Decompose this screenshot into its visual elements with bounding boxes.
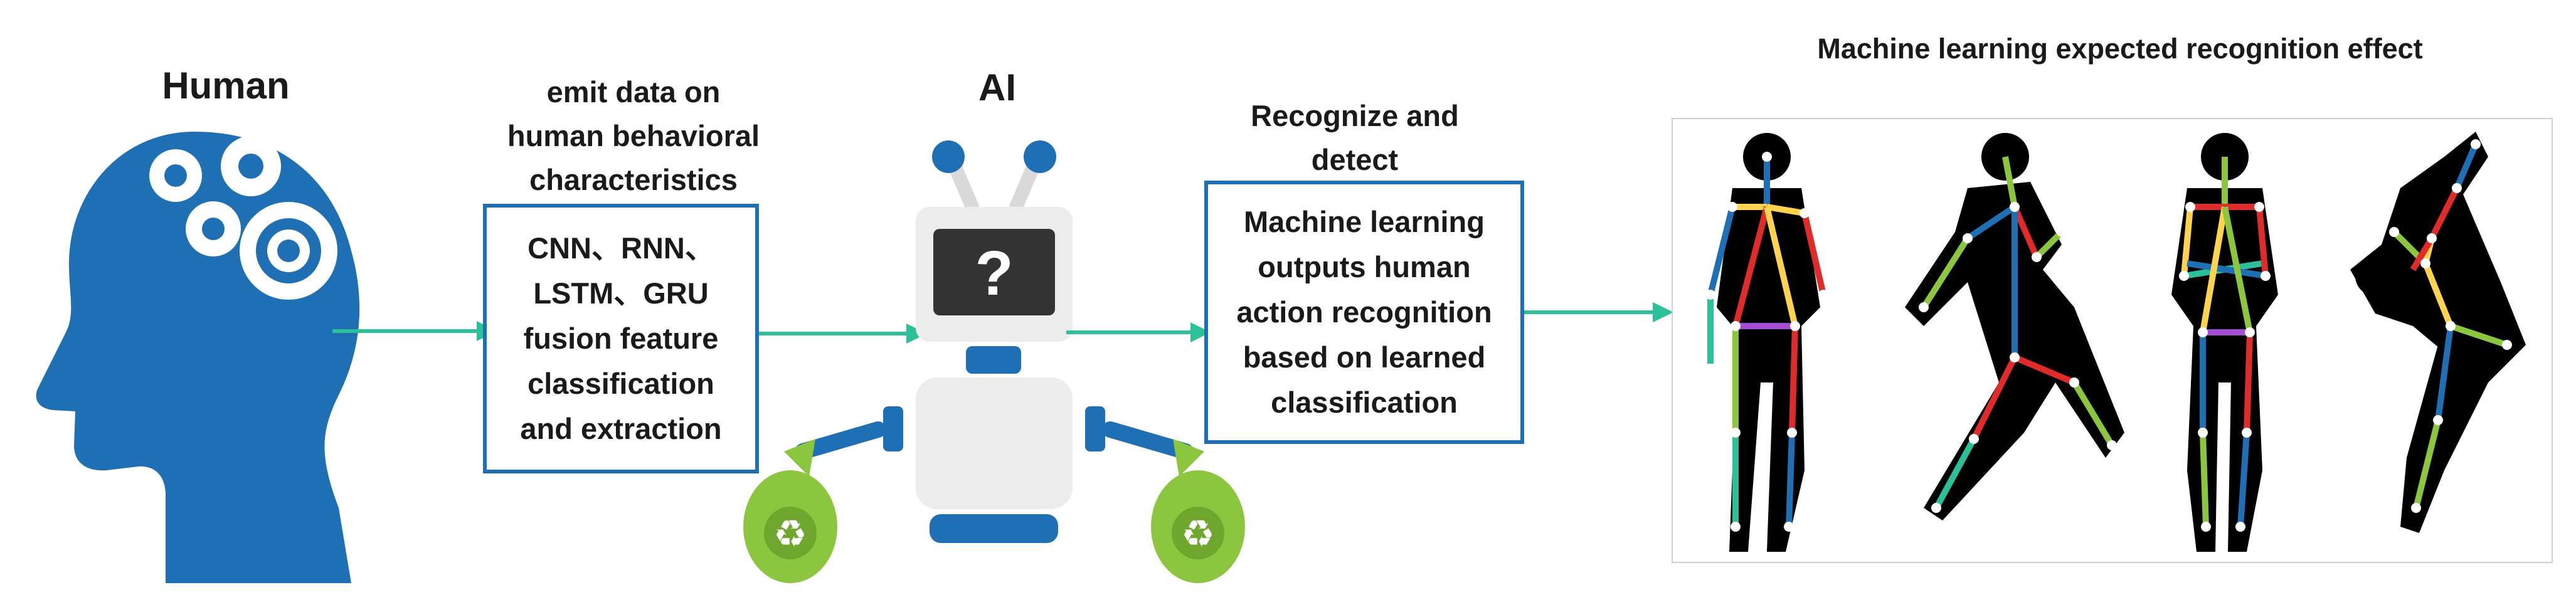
recycle-bag-left-icon: ♻ xyxy=(743,439,837,583)
recognize-box-line-4: based on learned xyxy=(1243,340,1486,374)
recognize-box-line-2: outputs human xyxy=(1258,250,1471,283)
arrow-ai-to-recognize xyxy=(1066,322,1211,342)
svg-text:♻: ♻ xyxy=(1181,512,1215,556)
recognize-box-line-5: classification xyxy=(1271,386,1458,419)
recognize-box: Machine learning outputs human action re… xyxy=(1204,181,1524,444)
human-title: Human xyxy=(162,65,290,107)
arrow-recognize-to-effect xyxy=(1524,302,1673,322)
effect-title: Machine learning expected recognition ef… xyxy=(1817,33,2423,65)
recognize-box-line-3: action recognition xyxy=(1236,295,1492,329)
emit-box-line-3: fusion feature xyxy=(523,322,719,355)
skeleton-figures-illustration xyxy=(1705,132,2526,552)
skeleton-figure-running xyxy=(1905,133,2124,520)
recycle-bag-right-icon: ♻ xyxy=(1151,439,1245,583)
emit-heading: emit data on human behavioral characteri… xyxy=(477,70,790,202)
skeleton-figure-high-kick xyxy=(2350,132,2526,533)
robot-screen-question: ? xyxy=(975,238,1013,309)
emit-box: CNN、RNN、 LSTM、GRU fusion feature classif… xyxy=(483,204,759,473)
emit-heading-line-3: characteristics xyxy=(529,163,738,196)
emit-heading-line-2: human behavioral xyxy=(507,119,760,152)
robot-icon: ? ♻ ♻ xyxy=(743,140,1245,583)
svg-text:♻: ♻ xyxy=(773,512,807,556)
emit-box-line-4: classification xyxy=(527,367,714,400)
emit-box-line-1: CNN、RNN、 xyxy=(527,231,714,265)
skeleton-figure-arms-crossed xyxy=(2171,133,2278,552)
ai-title: AI xyxy=(978,66,1016,108)
recognize-heading-line-1: Recognize and xyxy=(1251,99,1459,132)
emit-box-line-2: LSTM、GRU xyxy=(533,277,709,310)
recognize-heading-line-2: detect xyxy=(1311,143,1399,176)
recognize-box-line-1: Machine learning xyxy=(1244,205,1485,238)
human-head-icon xyxy=(36,132,360,583)
arrow-emit-to-ai xyxy=(759,324,927,344)
emit-box-line-5: and extraction xyxy=(520,412,722,445)
effect-figures-panel xyxy=(1672,118,2553,563)
arrow-human-to-emit xyxy=(332,321,497,341)
emit-heading-line-1: emit data on xyxy=(546,75,721,108)
skeleton-figure-standing xyxy=(1705,133,1828,552)
recognize-heading: Recognize and detect xyxy=(1198,94,1512,182)
